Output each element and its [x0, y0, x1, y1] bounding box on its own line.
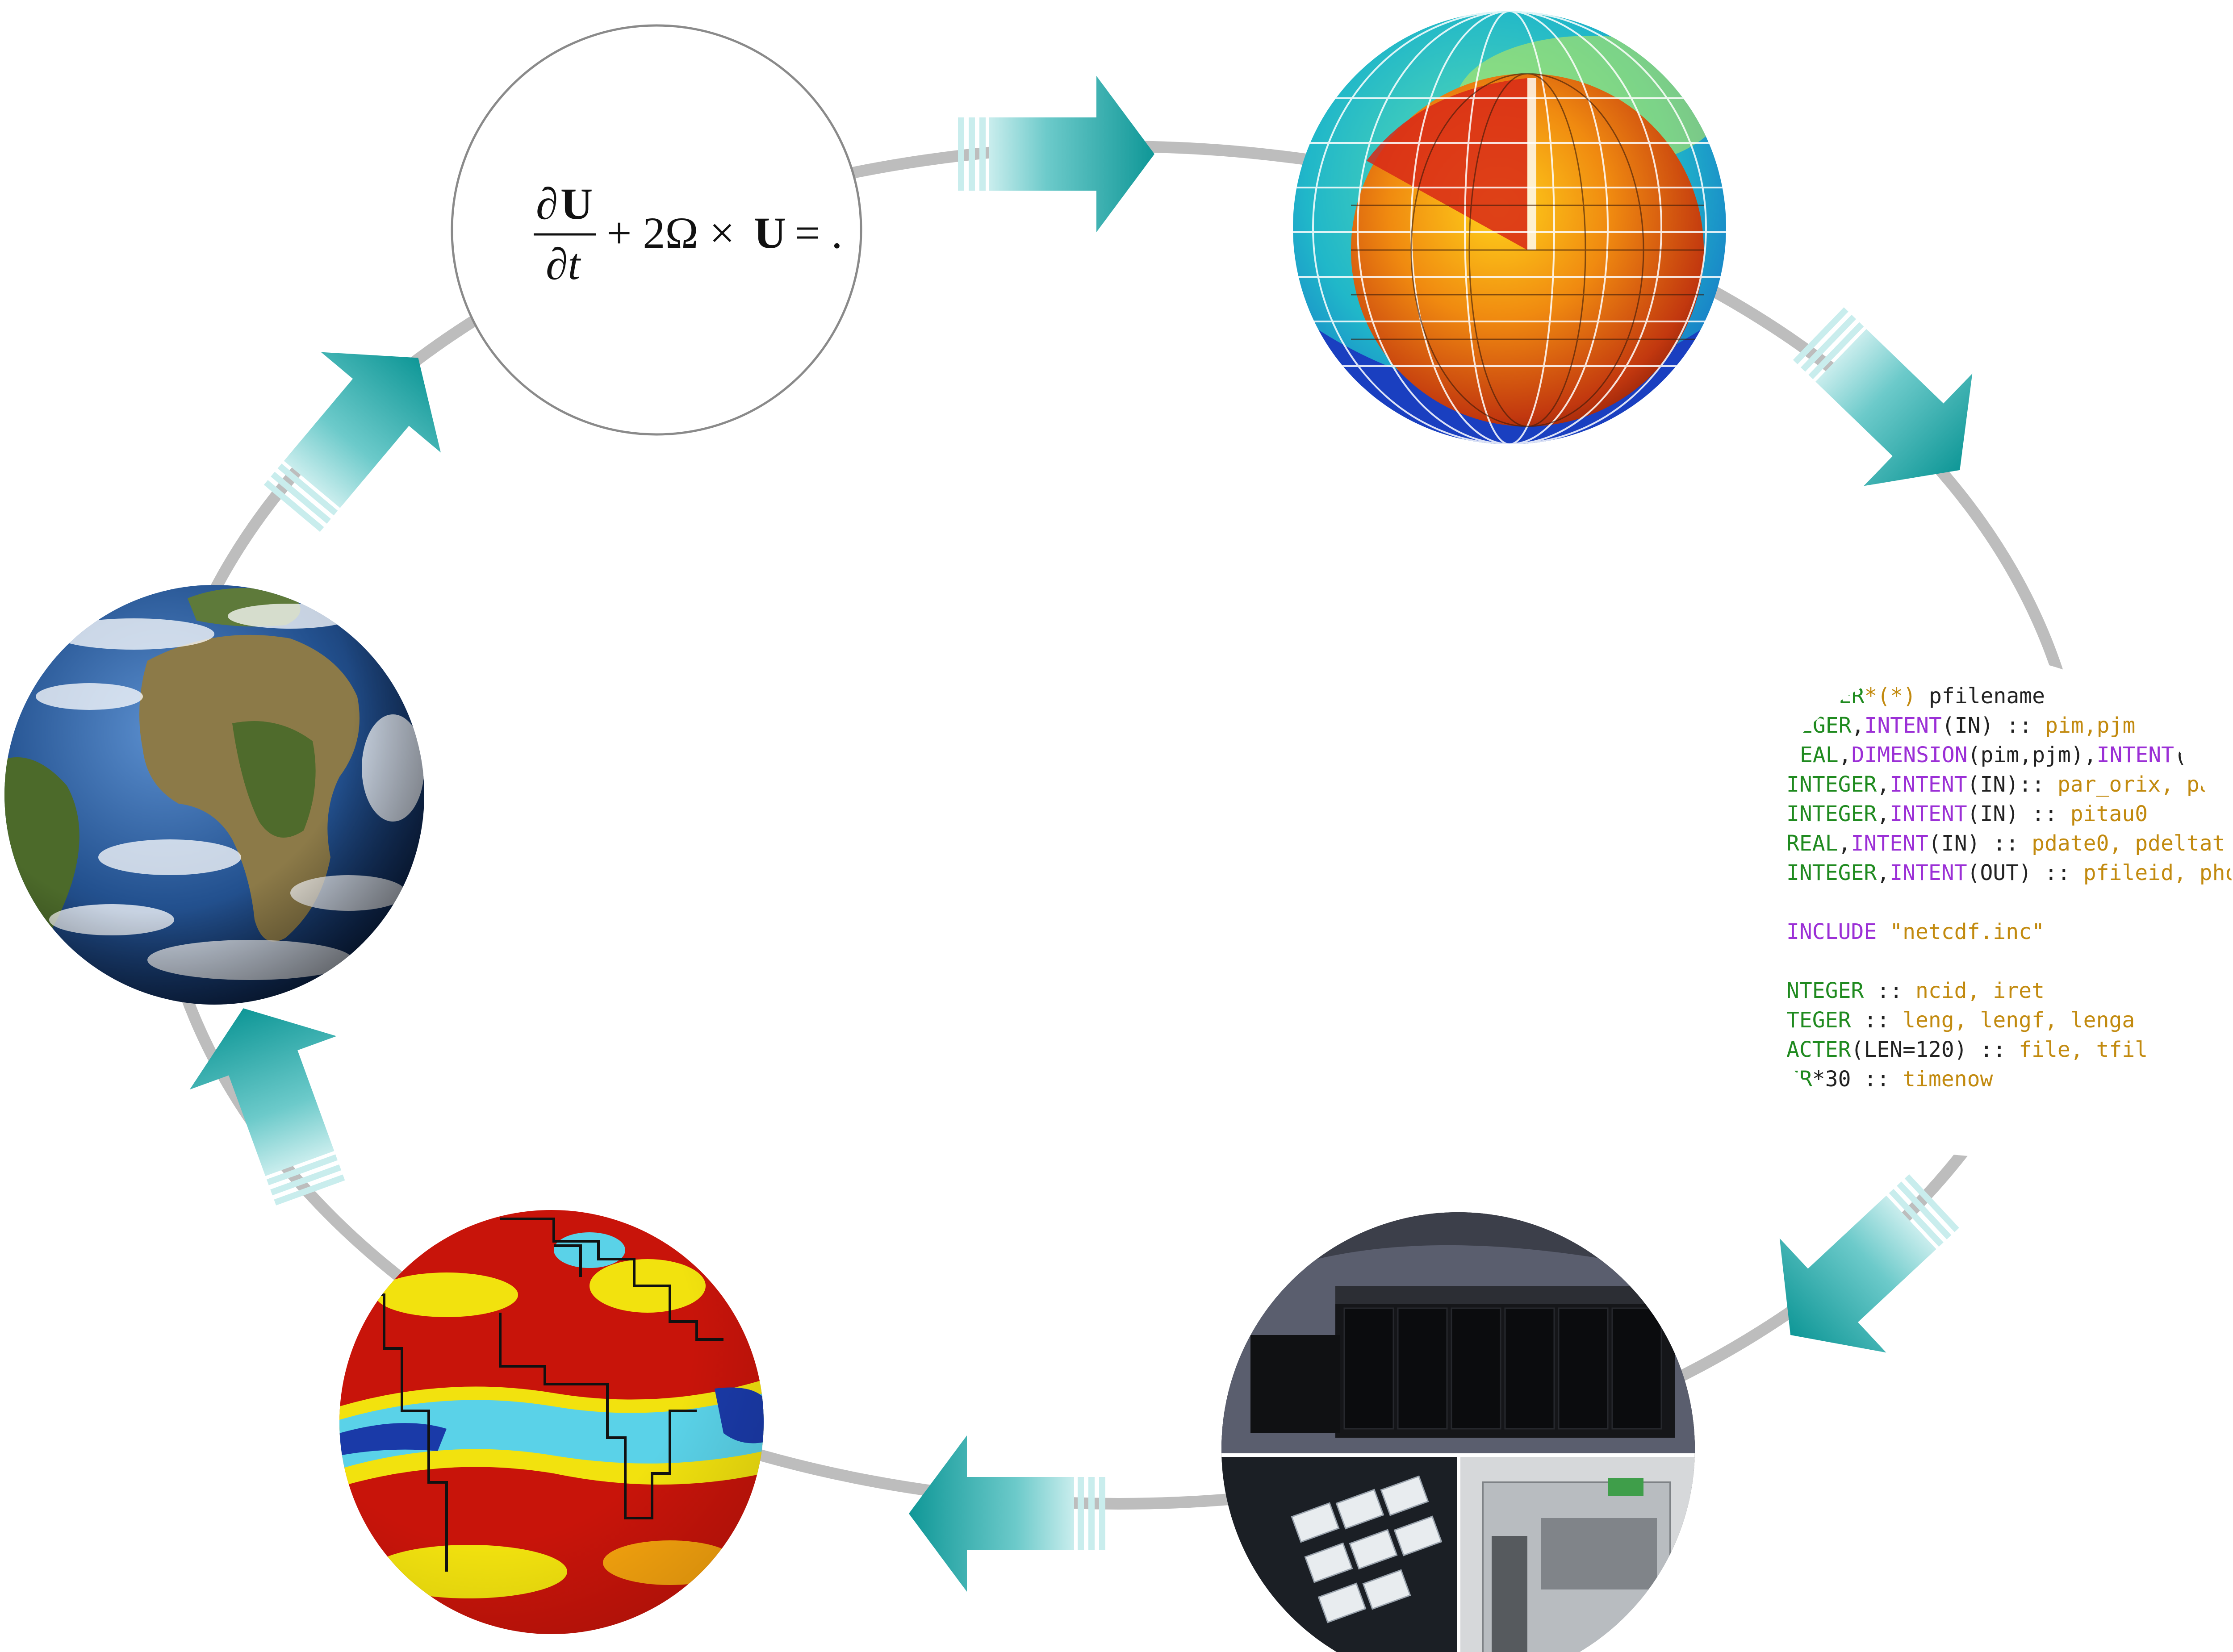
code-token: INTENT — [1865, 713, 1942, 738]
code-line: ACTER(LEN=120) :: file, tfil — [1786, 1037, 2148, 1062]
model-grid-sphere-icon — [1293, 11, 1726, 444]
code-token: INTEGER — [1786, 801, 1877, 826]
equation-denominator: ∂t — [546, 239, 581, 289]
code-token: INTEGER — [1786, 772, 1877, 797]
code-line: EAL,DIMENSION(pim,pjm),INTENT(IN) :. — [1800, 743, 2233, 768]
code-token: , — [1877, 860, 1890, 885]
code-line: NTEGER :: ncid, iret — [1786, 978, 2045, 1003]
cycle-arrow-icon — [1764, 277, 2014, 526]
cycle-arrow-icon — [170, 981, 384, 1220]
code-token: (OUT) :: — [1967, 860, 2083, 885]
cycle-arrow-icon — [909, 1435, 1105, 1592]
equation-numerator-partial: ∂ — [536, 179, 558, 229]
code-token: (pim,pjm), — [1968, 743, 2097, 768]
climate-field-globe-icon — [339, 1210, 764, 1634]
code-token: INTENT — [1890, 860, 1967, 885]
code-token: (IN) :. — [2174, 743, 2233, 768]
equation-rest-end: = . — [795, 208, 842, 258]
equation-rest-var: U — [754, 208, 786, 258]
code-token: , — [1852, 713, 1865, 738]
code-token: leng, lengf, lenga — [1903, 1008, 2135, 1033]
code-line: TEGER :: leng, lengf, lenga — [1786, 1008, 2135, 1033]
equation-numerator-var: U — [560, 179, 593, 229]
code-token: ncid, iret — [1915, 978, 2045, 1003]
code-token: EGER — [1800, 713, 1852, 738]
code-token: INTENT — [1890, 772, 1967, 797]
code-token: , — [1877, 772, 1890, 797]
code-token: *30 :: — [1812, 1067, 1903, 1092]
cycle-arrow-icon — [1737, 1143, 1988, 1393]
code-line: EGER,INTENT(IN) :: pim,pjm — [1800, 713, 2135, 738]
code-line: INTEGER,INTENT(OUT) :: pfileid, phorii — [1786, 860, 2233, 885]
code-token: (LEN=120) :: — [1851, 1037, 2019, 1062]
code-line: ACTER*(*) pfilename — [1800, 684, 2045, 709]
code-line: INCLUDE "netcdf.inc" — [1786, 919, 2045, 944]
code-token: par_orix, par_sz, — [2057, 772, 2233, 797]
code-token: pdate0, pdeltat — [2032, 831, 2225, 856]
code-line: INTEGER,INTENT(IN):: par_orix, par_sz, — [1786, 772, 2233, 797]
code-token: , — [1877, 801, 1890, 826]
code-line: REAL,INTENT(IN) :: pdate0, pdeltat — [1786, 831, 2225, 856]
code-token: INTENT — [1851, 831, 1928, 856]
code-token: :: — [1851, 1008, 1903, 1033]
equation-icon — [451, 24, 862, 436]
code-token: INTENT — [1890, 801, 1967, 826]
code-token: EAL — [1800, 743, 1839, 768]
code-token: ER — [1786, 1067, 1812, 1092]
code-token: REAL — [1786, 831, 1838, 856]
code-token: :: — [1864, 978, 1915, 1003]
code-token: "netcdf.inc" — [1877, 919, 2045, 944]
code-token: INTENT — [2097, 743, 2174, 768]
code-token: (IN):: — [1967, 772, 2057, 797]
equation-rest-plus: + 2Ω × — [606, 208, 735, 258]
code-token: DIMENSION — [1852, 743, 1968, 768]
code-token: , — [1839, 743, 1852, 768]
code-token: file, tfil — [2019, 1037, 2148, 1062]
code-token: (IN) :: — [1967, 801, 2070, 826]
code-line: INTEGER,INTENT(IN) :: pitau0 — [1786, 801, 2148, 826]
code-token: ACTER — [1800, 684, 1865, 709]
code-token: INCLUDE — [1786, 919, 1877, 944]
code-token: pim,pjm — [2045, 713, 2135, 738]
code-token: (IN) :: — [1942, 713, 2045, 738]
code-token: *(*) — [1865, 684, 1916, 709]
code-token: (IN) :: — [1928, 831, 2032, 856]
code-token: INTEGER — [1786, 860, 1877, 885]
equation-node: ∂ U ∂t + 2Ω × U = . — [451, 24, 862, 436]
code-line: ER*30 :: timenow — [1786, 1067, 1993, 1092]
code-token: pfileid, phorii — [2083, 860, 2233, 885]
supercomputer-icon — [1221, 1212, 1695, 1652]
earth-globe-icon — [4, 585, 424, 1005]
code-token: NTEGER — [1786, 978, 1864, 1003]
code-token: pitau0 — [2070, 801, 2148, 826]
code-token: TEGER — [1786, 1008, 1851, 1033]
code-token: , — [1838, 831, 1851, 856]
code-token: timenow — [1903, 1067, 1993, 1092]
code-token: ACTER — [1786, 1037, 1851, 1062]
code-token: pfilename — [1916, 684, 2045, 709]
